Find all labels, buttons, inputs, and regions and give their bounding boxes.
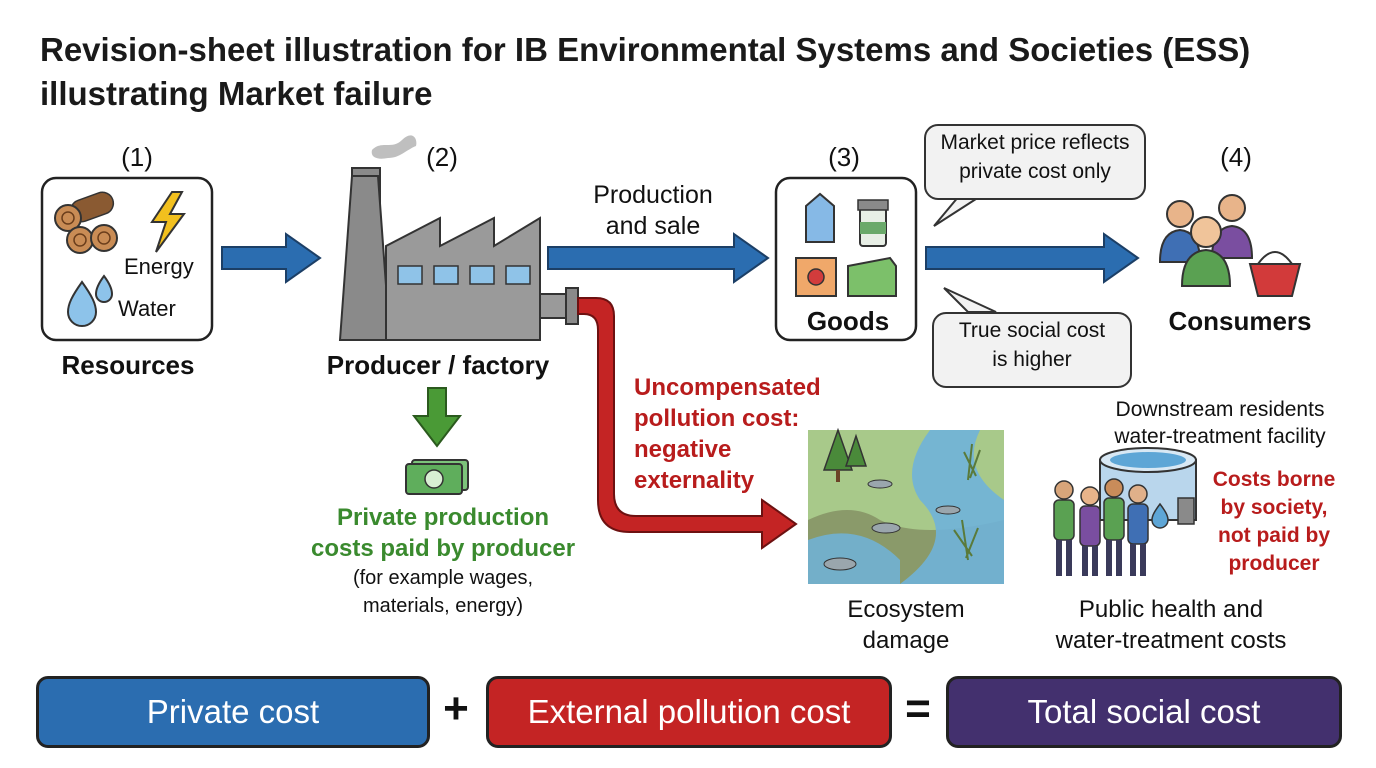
public-health-label: Public health and water-treatment costs xyxy=(1020,594,1322,656)
pollution-label: Uncompensated pollution cost: negative e… xyxy=(634,372,821,496)
social-bubble-line-2: is higher xyxy=(992,348,1072,371)
consumers-icon xyxy=(1158,194,1302,297)
health-line-2: water-treatment costs xyxy=(1055,627,1287,654)
total-social-cost-pill: Total social cost xyxy=(946,676,1342,748)
page-title: Revision-sheet illustration for IB Envir… xyxy=(40,31,1251,112)
market-price-bubble: Market price reflects private cost only xyxy=(924,124,1146,200)
step-number-1: (1) xyxy=(121,142,153,172)
logs-icon xyxy=(54,191,118,254)
production-sale-label: Production and sale xyxy=(568,180,738,242)
step-number-2: (2) xyxy=(426,142,458,172)
arrow-production-to-goods xyxy=(547,232,770,284)
goods-icons xyxy=(795,192,897,297)
ecosystem-line-1: Ecosystem xyxy=(847,596,965,623)
consumers-label: Consumers xyxy=(1168,306,1312,336)
arrow-goods-to-consumers xyxy=(925,232,1140,284)
private-costs-line-3: (for example wages, xyxy=(352,567,534,589)
water-drops-icon xyxy=(66,274,114,327)
water-label: Water xyxy=(118,296,176,321)
borne-line-2: by society, xyxy=(1220,496,1328,519)
water-treatment-icon xyxy=(1099,447,1197,529)
private-costs-line-1: Private production xyxy=(336,504,550,531)
factory-icon xyxy=(338,135,579,341)
ecosystem-damage-label: Ecosystem damage xyxy=(808,594,1004,656)
social-bubble-line-1: True social cost xyxy=(958,319,1106,342)
production-line-1: Production xyxy=(593,181,713,209)
borne-line-4: producer xyxy=(1228,552,1320,575)
pollution-arrow xyxy=(577,297,798,550)
private-costs-label: Private production costs paid by produce… xyxy=(286,502,600,620)
pollution-line-3: negative xyxy=(634,436,732,463)
pollution-line-2: pollution cost: xyxy=(634,405,800,432)
private-costs-line-4: materials, energy) xyxy=(362,595,524,617)
resources-label: Resources xyxy=(61,350,195,380)
residents-label: Downstream residents water-treatment fac… xyxy=(1070,396,1370,450)
pollution-line-1: Uncompensated xyxy=(634,374,821,401)
private-cost-pill: Private cost xyxy=(36,676,430,748)
producer-label: Producer / factory xyxy=(326,350,550,380)
borne-line-1: Costs borne xyxy=(1212,468,1336,491)
costs-borne-label: Costs borne by society, not paid by prod… xyxy=(1196,466,1352,578)
residents-line-2: water-treatment facility xyxy=(1114,425,1326,448)
energy-label: Energy xyxy=(124,254,194,279)
production-line-2: and sale xyxy=(605,212,701,240)
borne-line-3: not paid by xyxy=(1218,524,1330,547)
social-cost-bubble: True social cost is higher xyxy=(932,312,1132,388)
ecosystem-line-2: damage xyxy=(862,627,950,654)
pollution-line-4: externality xyxy=(634,467,755,494)
equals-sign: = xyxy=(905,684,931,733)
residents-icon xyxy=(1053,478,1149,576)
lightning-icon xyxy=(150,191,186,253)
social-bubble-tail xyxy=(943,287,997,313)
health-line-1: Public health and xyxy=(1078,596,1264,623)
residents-line-1: Downstream residents xyxy=(1115,398,1325,421)
plus-sign: + xyxy=(443,684,469,733)
arrow-resources-to-factory xyxy=(221,232,322,284)
private-costs-line-2: costs paid by producer xyxy=(310,535,576,562)
ecosystem-icon xyxy=(808,427,1004,584)
step-number-3: (3) xyxy=(828,142,860,172)
money-icon xyxy=(405,459,469,495)
step-number-4: (4) xyxy=(1220,142,1252,172)
goods-label: Goods xyxy=(806,306,890,336)
market-bubble-line-1: Market price reflects xyxy=(940,131,1130,154)
market-bubble-line-2: private cost only xyxy=(959,160,1111,183)
external-cost-pill: External pollution cost xyxy=(486,676,892,748)
green-down-arrow xyxy=(411,387,463,448)
